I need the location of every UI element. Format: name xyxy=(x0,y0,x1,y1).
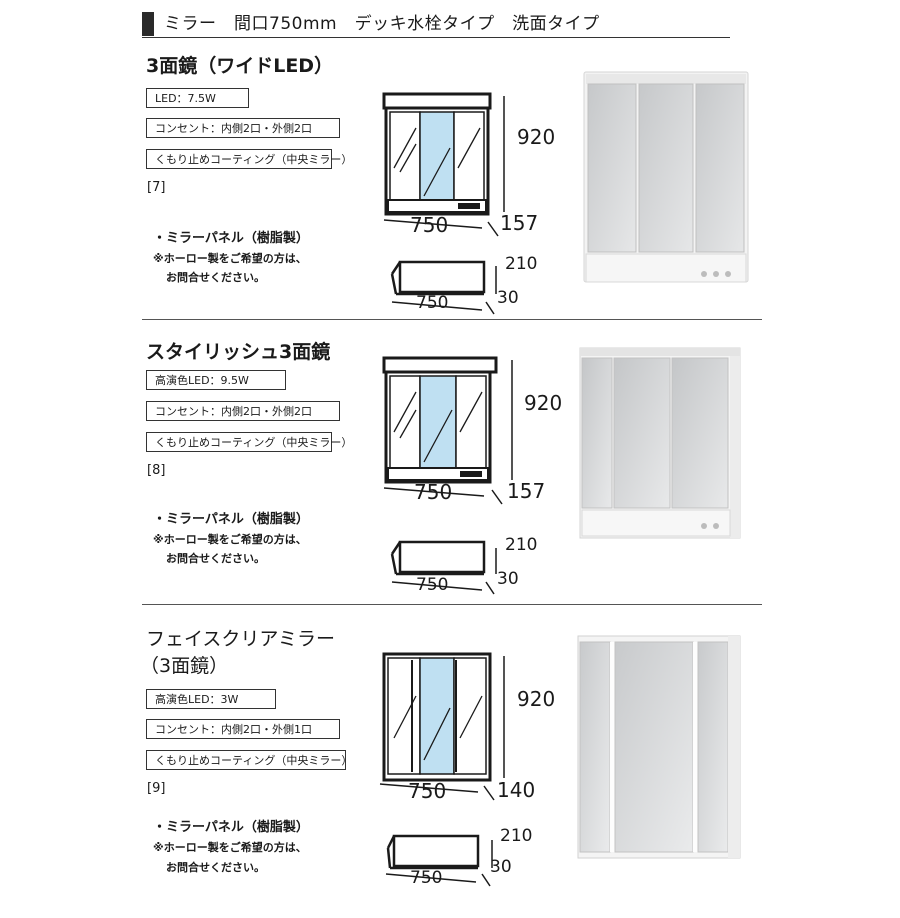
panel-height-dim: 210 xyxy=(500,826,533,846)
product-code: [8] xyxy=(147,463,166,478)
outlet-spec: コンセント：内側2口・外側2口 xyxy=(146,401,340,421)
section-divider xyxy=(142,604,762,605)
mirror-depth-dim: 157 xyxy=(507,479,546,503)
panel-title: ・ミラーパネル（樹脂製） xyxy=(153,231,309,246)
outlet-spec: コンセント：内側2口・外側1口 xyxy=(146,719,340,739)
page-title: ミラー 間口750mm デッキ水栓タイプ 洗面タイプ xyxy=(164,14,600,34)
panel-note: お問合せください。 xyxy=(166,552,265,565)
coating-spec: くもり止めコーティング（中央ミラー） xyxy=(146,750,352,770)
panel-note: ※ホーロー製をご希望の方は、 xyxy=(153,533,307,546)
panel-width-dim: 750 xyxy=(410,868,443,888)
mirror-width-dim: 750 xyxy=(410,213,449,237)
panel-width-dim: 750 xyxy=(416,575,449,595)
panel-height-dim: 210 xyxy=(505,535,538,555)
product-code: [7] xyxy=(147,180,166,195)
mirror-cabinet-diagram xyxy=(379,652,505,887)
panel-depth-dim: 30 xyxy=(497,569,519,589)
coating-spec: くもり止めコーティング（中央ミラー） xyxy=(146,149,352,169)
panel-height-dim: 210 xyxy=(505,254,538,274)
product-name: 3面鏡（ワイドLED） xyxy=(146,55,334,77)
mirror-height-dim: 920 xyxy=(517,125,556,149)
panel-note: お問合せください。 xyxy=(166,861,265,874)
mirror-photo xyxy=(577,635,741,859)
product-name: スタイリッシュ3面鏡 xyxy=(146,341,331,363)
panel-width-dim: 750 xyxy=(416,293,449,313)
panel-note: ※ホーロー製をご希望の方は、 xyxy=(153,252,307,265)
mirror-depth-dim: 157 xyxy=(500,211,539,235)
mirror-photo xyxy=(579,347,741,539)
product-code: [9] xyxy=(147,781,166,796)
led-spec: 高演色LED：9.5W xyxy=(146,370,286,390)
header-rule xyxy=(142,37,730,38)
mirror-photo xyxy=(583,71,749,283)
mirror-depth-dim: 140 xyxy=(497,778,536,802)
panel-depth-dim: 30 xyxy=(490,857,512,877)
coating-spec: くもり止めコーティング（中央ミラー） xyxy=(146,432,352,452)
led-spec: LED：7.5W xyxy=(146,88,249,108)
page-header: ミラー 間口750mm デッキ水栓タイプ 洗面タイプ xyxy=(142,10,730,40)
outlet-spec: コンセント：内側2口・外側2口 xyxy=(146,118,340,138)
section-divider xyxy=(142,319,762,320)
header-bar xyxy=(142,12,154,36)
panel-title: ・ミラーパネル（樹脂製） xyxy=(153,512,309,527)
mirror-cabinet-diagram xyxy=(382,92,505,315)
led-spec: 高演色LED：3W xyxy=(146,689,276,709)
mirror-cabinet-diagram xyxy=(382,356,513,595)
product-name: フェイスクリアミラー xyxy=(146,628,336,650)
panel-title: ・ミラーパネル（樹脂製） xyxy=(153,820,309,835)
mirror-width-dim: 750 xyxy=(408,779,447,803)
panel-note: お問合せください。 xyxy=(166,271,265,284)
mirror-height-dim: 920 xyxy=(517,687,556,711)
mirror-width-dim: 750 xyxy=(414,480,453,504)
panel-note: ※ホーロー製をご希望の方は、 xyxy=(153,841,307,854)
product-name-sub: （3面鏡） xyxy=(140,655,229,677)
mirror-height-dim: 920 xyxy=(524,391,563,415)
panel-depth-dim: 30 xyxy=(497,288,519,308)
